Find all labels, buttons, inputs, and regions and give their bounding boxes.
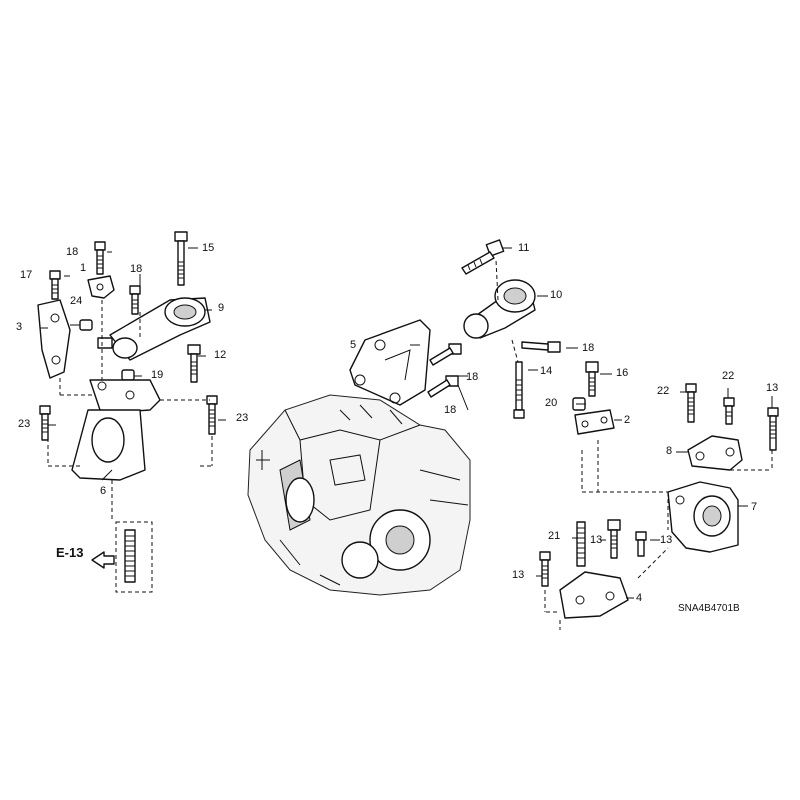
nut-part-24	[79, 319, 93, 331]
callout-11: 11	[518, 242, 530, 254]
callout-19: 19	[151, 369, 164, 381]
callout-12: 12	[214, 349, 227, 361]
callout-13-c: 13	[512, 569, 525, 581]
mount-part-7	[667, 481, 739, 553]
callout-2: 2	[624, 414, 631, 426]
callout-18-a: 18	[582, 342, 595, 354]
bolt-part-12	[187, 344, 201, 383]
callout-7: 7	[751, 501, 758, 513]
bolt-part-22-a	[685, 383, 697, 423]
torque-rod-part-9	[97, 297, 211, 361]
callout-6: 6	[100, 485, 107, 497]
arrow-left-icon	[91, 551, 115, 569]
engine-assembly	[247, 394, 471, 596]
bolt-part-18-mid	[129, 285, 141, 315]
callout-15: 15	[202, 242, 215, 254]
callout-3: 3	[16, 321, 23, 333]
bracket-part-8	[687, 435, 743, 471]
bolt-part-17	[49, 270, 61, 300]
bolt-part-13-c	[539, 551, 551, 587]
callout-22-a: 22	[657, 385, 670, 397]
callout-1: 1	[80, 262, 87, 274]
callout-22-b: 22	[722, 370, 735, 382]
callout-14: 14	[540, 365, 553, 377]
bolt-part-16	[585, 361, 599, 397]
callout-13-right: 13	[766, 382, 779, 394]
bolt-part-22-b	[723, 397, 735, 425]
bolt-part-18-b	[429, 343, 462, 366]
stud-part-21	[576, 521, 586, 567]
callout-5: 5	[350, 339, 357, 351]
callout-23-right: 23	[236, 412, 249, 424]
bolt-part-13-right	[767, 407, 779, 451]
callout-17: 17	[20, 269, 33, 281]
callout-9: 9	[218, 302, 225, 314]
bracket-part-5	[349, 319, 431, 406]
bolt-part-23-right	[206, 395, 218, 435]
callout-13-a: 13	[590, 534, 603, 546]
nut-part-19	[121, 369, 135, 381]
bracket-part-2	[574, 409, 615, 435]
callout-21: 21	[548, 530, 561, 542]
callout-24: 24	[70, 295, 83, 307]
bracket-part-4	[559, 571, 629, 619]
bolt-part-18-a	[521, 341, 561, 353]
bolt-part-13-b	[635, 531, 647, 557]
callout-16: 16	[616, 367, 629, 379]
bolt-part-18-left	[94, 241, 106, 275]
bolt-part-13-a	[607, 519, 621, 559]
bolt-part-15	[174, 231, 188, 286]
callout-18-b: 18	[466, 371, 479, 383]
stud-e13	[115, 521, 153, 593]
callout-18-mid: 18	[130, 263, 143, 275]
bolt-part-11	[461, 239, 505, 275]
callout-20: 20	[545, 397, 558, 409]
mount-part-6	[71, 379, 161, 481]
callout-8: 8	[666, 445, 673, 457]
callout-23-left: 23	[18, 418, 31, 430]
callout-18-c: 18	[444, 404, 457, 416]
callout-18-left: 18	[66, 246, 79, 258]
callout-4: 4	[636, 592, 643, 604]
torque-rod-part-10	[463, 279, 536, 339]
section-reference-label[interactable]: E-13	[56, 545, 84, 560]
bolt-part-18-c	[427, 375, 459, 398]
bracket-part-3	[37, 299, 71, 379]
diagram-reference-code: SNA4B4701B	[678, 603, 740, 614]
bolt-part-14	[513, 361, 525, 419]
bracket-part-1	[87, 275, 115, 299]
callout-10: 10	[550, 289, 563, 301]
callout-13-b: 13	[660, 534, 673, 546]
bolt-part-23-left	[39, 405, 51, 441]
